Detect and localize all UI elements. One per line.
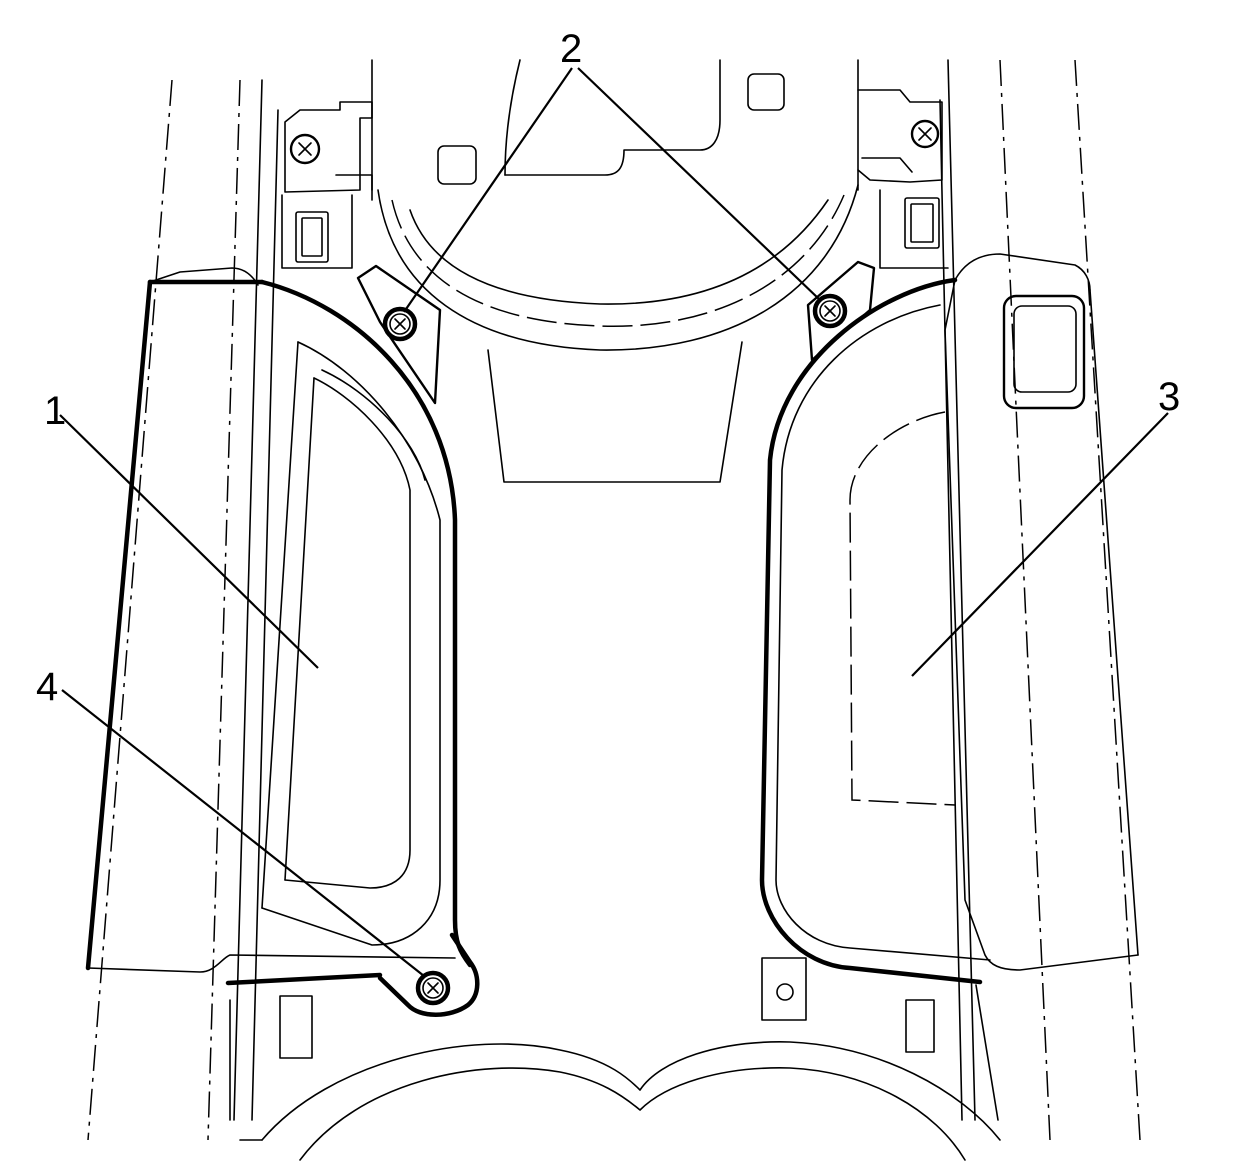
callout-4: 4 (36, 665, 58, 709)
left-screw-bracket (356, 264, 442, 405)
console-inner-frame (233, 59, 976, 1121)
callout-3: 3 (1158, 375, 1180, 419)
left-side-panel (85, 267, 473, 986)
upper-bowl (371, 59, 859, 483)
right-screw-bracket (806, 260, 876, 362)
callout-leaders (59, 67, 1169, 977)
screw-icon (415, 970, 451, 1006)
upper-left-bracket (281, 101, 373, 269)
upper-right-bracket (857, 89, 949, 269)
lower-console (229, 957, 1001, 1161)
screw-icon (910, 119, 940, 149)
lower-left-screw-tab (377, 932, 480, 1017)
screw-icon (382, 306, 418, 342)
right-side-panel (759, 253, 1139, 985)
screw-icon (812, 293, 848, 329)
console-outline-dashed (87, 59, 1141, 1141)
callout-2: 2 (560, 27, 582, 71)
callout-1: 1 (44, 389, 66, 433)
screw-icon (289, 133, 321, 165)
